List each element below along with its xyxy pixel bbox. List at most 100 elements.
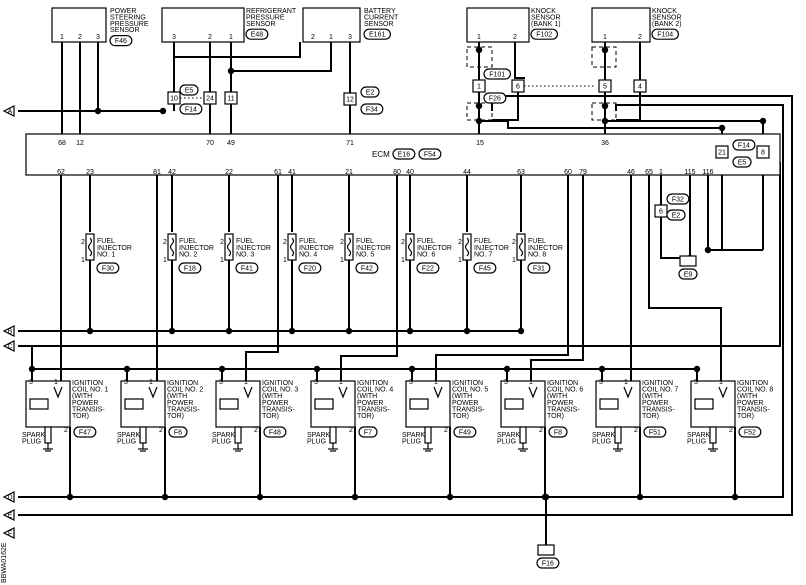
joint-connector-e2-outline bbox=[360, 86, 380, 98]
joint-1-box bbox=[472, 79, 486, 93]
coil-4-label: TOR) bbox=[357, 413, 374, 420]
bc-pin: 1 bbox=[329, 34, 333, 41]
injector-2-label: INJECTOR bbox=[179, 245, 214, 252]
spark-plug-label: SPARK bbox=[687, 432, 711, 439]
joint-24: 24 bbox=[206, 96, 214, 103]
wires bbox=[18, 42, 793, 554]
rp-pin: 2 bbox=[208, 34, 212, 41]
spark-plug-label: PLUG bbox=[592, 439, 611, 446]
injector-2-label: FUEL bbox=[179, 238, 197, 245]
coil-pin: 1 bbox=[54, 379, 58, 386]
injector-4-label: FUEL bbox=[299, 238, 317, 245]
injector-6-body bbox=[405, 233, 415, 261]
injector-5-coil bbox=[346, 237, 352, 257]
ks1-connector: F102 bbox=[536, 32, 552, 39]
joint-6-box bbox=[511, 79, 525, 93]
ecm-bottom-pin: 23 bbox=[86, 169, 94, 176]
ecm-top-pin: 12 bbox=[76, 140, 84, 147]
joint-connector-f14-outline bbox=[732, 139, 756, 151]
coil-1-label: POWER bbox=[72, 400, 98, 407]
coil-7-label: (WITH bbox=[642, 393, 662, 400]
coil-7-transistor bbox=[623, 386, 633, 399]
ks1-box bbox=[466, 7, 530, 43]
coil-2-label: COIL NO. 2 bbox=[167, 387, 203, 394]
ks1-label: KNOCK bbox=[531, 8, 556, 15]
ps-connector: F46 bbox=[115, 38, 127, 45]
injector-4-connector: F20 bbox=[304, 266, 316, 273]
coil-6-transistor bbox=[528, 386, 538, 399]
ecm-bottom-pin: 81 bbox=[153, 169, 161, 176]
joint-6: 6 bbox=[516, 84, 520, 91]
coil-pin: 2 bbox=[254, 427, 258, 434]
spark-plug-label: SPARK bbox=[592, 432, 616, 439]
coil-6-connector: F8 bbox=[554, 430, 562, 437]
coil-2-label: (WITH bbox=[167, 393, 187, 400]
coil-5-connector: F49 bbox=[459, 430, 471, 437]
ks2-label: (BANK 2) bbox=[652, 21, 682, 28]
wire bbox=[245, 175, 279, 381]
ecm-connector-f54-outline bbox=[418, 148, 442, 160]
coil-3-connector-outline bbox=[263, 426, 287, 438]
coil-7-label: TRANSIS- bbox=[642, 406, 675, 413]
joint-6b-box bbox=[654, 204, 668, 218]
injector-1-label: NO. 1 bbox=[97, 252, 115, 259]
spark-plug-label: SPARK bbox=[22, 432, 46, 439]
coil-1-label: IGNITION bbox=[72, 380, 103, 387]
joint-8-box bbox=[756, 145, 770, 159]
coil-2-winding bbox=[124, 398, 144, 410]
coil-8-connector-outline bbox=[738, 426, 762, 438]
joint-12-box bbox=[343, 92, 357, 106]
coil-pin: 1 bbox=[244, 379, 248, 386]
coil-pin: 3 bbox=[504, 379, 508, 386]
wire bbox=[530, 175, 584, 381]
bc-label: CURRENT bbox=[364, 14, 399, 21]
coil-4-label: TRANSIS- bbox=[357, 406, 390, 413]
rp-pin: 3 bbox=[172, 34, 176, 41]
injector-pin: 2 bbox=[163, 239, 167, 246]
ps-label: STEERING bbox=[110, 14, 146, 21]
coil-pin: 3 bbox=[599, 379, 603, 386]
joint-connector-e5: E5 bbox=[185, 88, 194, 95]
coil-5-label: POWER bbox=[452, 400, 478, 407]
ground-f16-connector-outline bbox=[536, 557, 560, 569]
rp-pin: 1 bbox=[229, 34, 233, 41]
injector-5-connector-outline bbox=[355, 262, 379, 274]
coil-5-winding bbox=[409, 398, 429, 410]
bc-pin: 2 bbox=[311, 34, 315, 41]
spark-plug-4 bbox=[329, 426, 337, 444]
wire bbox=[231, 42, 332, 72]
injector-8-label: FUEL bbox=[528, 238, 546, 245]
joint-connector-f14: F14 bbox=[185, 107, 197, 114]
ground-f16-box bbox=[537, 544, 555, 556]
coil-8-label: (WITH bbox=[737, 393, 757, 400]
ecm-top-pin: 70 bbox=[206, 140, 214, 147]
injector-pin: 1 bbox=[283, 257, 287, 264]
injector-3-connector-outline bbox=[235, 262, 259, 274]
ks2-label: KNOCK bbox=[652, 8, 677, 15]
spark-plug-label: PLUG bbox=[22, 439, 41, 446]
arrow-letter: B bbox=[8, 328, 13, 335]
coil-4-label: (WITH bbox=[357, 393, 377, 400]
ecm-bottom-pin: 62 bbox=[57, 169, 65, 176]
spark-plug-3 bbox=[234, 426, 242, 444]
spark-plug-7 bbox=[614, 426, 622, 444]
joint-21-box bbox=[715, 145, 729, 159]
coil-7-label: TOR) bbox=[642, 413, 659, 420]
ps-box bbox=[51, 7, 107, 43]
coil-1-label: (WITH bbox=[72, 393, 92, 400]
coil-1-winding bbox=[29, 398, 49, 410]
spark-plug-label: SPARK bbox=[497, 432, 521, 439]
spark-plug-6 bbox=[519, 426, 527, 444]
coil-pin: 2 bbox=[729, 427, 733, 434]
injector-5-label: INJECTOR bbox=[356, 245, 391, 252]
injector-pin: 2 bbox=[81, 239, 85, 246]
coil-2-label: IGNITION bbox=[167, 380, 198, 387]
injector-5-connector: F42 bbox=[361, 266, 373, 273]
injector-3-body bbox=[224, 233, 234, 261]
coil-5-label: COIL NO. 5 bbox=[452, 387, 488, 394]
ps-label: POWER bbox=[110, 8, 136, 15]
injector-8-coil bbox=[518, 237, 524, 257]
connector-arrow bbox=[2, 491, 15, 503]
coil-4-connector-outline bbox=[358, 426, 378, 438]
ps-pin: 3 bbox=[96, 34, 100, 41]
